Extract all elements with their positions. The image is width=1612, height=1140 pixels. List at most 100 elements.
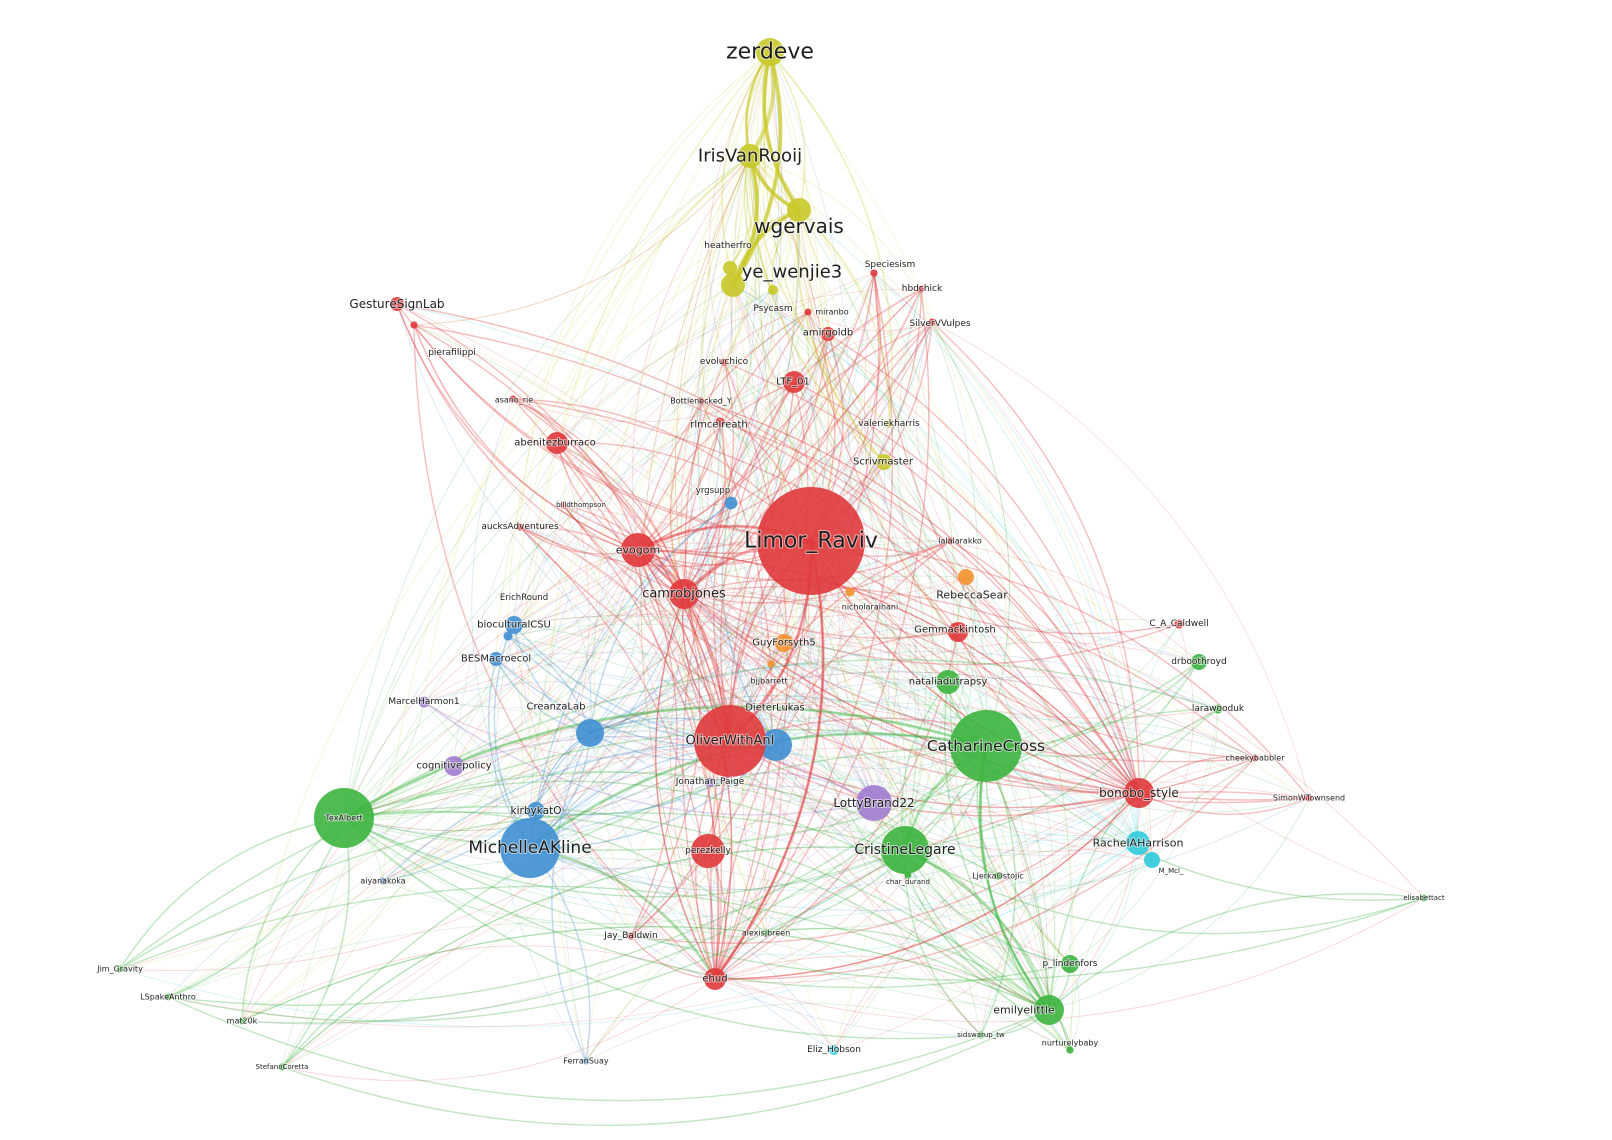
node-CatharineCross[interactable] xyxy=(950,710,1022,782)
network-edge xyxy=(396,303,1071,1051)
node-bjjbarrett[interactable] xyxy=(767,660,775,668)
node-BESMacroecol[interactable] xyxy=(489,652,503,666)
node-rlmcelreath[interactable] xyxy=(715,417,725,427)
node-evogom[interactable] xyxy=(621,533,655,567)
node-drboothroyd[interactable] xyxy=(1191,654,1207,670)
node-GestureSignLab[interactable] xyxy=(390,297,404,311)
network-edge xyxy=(669,502,732,980)
node-pierafilippi[interactable] xyxy=(410,321,418,329)
node-MarcelHarmon1[interactable] xyxy=(418,696,430,708)
node-perezkelly[interactable] xyxy=(691,834,725,868)
node-asano_rie[interactable] xyxy=(509,395,517,403)
node-RebeccaSear[interactable] xyxy=(958,569,974,585)
network-edge xyxy=(507,635,716,980)
node-valeriekharris[interactable] xyxy=(885,420,893,428)
node-lalalarakko[interactable] xyxy=(946,537,954,545)
node-evoluchico[interactable] xyxy=(720,358,728,366)
node-alexisjbreen[interactable] xyxy=(762,929,770,937)
node-label-IrisVanRooij: IrisVanRooij xyxy=(698,146,802,167)
node-hbdchick[interactable] xyxy=(917,285,925,293)
node-cheekybabbler[interactable] xyxy=(1251,754,1259,762)
node-mat20k[interactable] xyxy=(238,1017,246,1025)
node-bioculturalCSU[interactable] xyxy=(505,616,523,634)
node-emilyelittle[interactable] xyxy=(1034,995,1064,1025)
node-Eliz_Hobson[interactable] xyxy=(829,1045,839,1055)
node-MichelleAKline[interactable] xyxy=(500,818,560,878)
node-amirgoldb[interactable] xyxy=(821,327,835,341)
node-RachelAHarrison[interactable] xyxy=(1126,831,1150,855)
node-Gemmackintosh[interactable] xyxy=(948,622,968,642)
node-nataliadutrapsy[interactable] xyxy=(936,670,960,694)
node-Jay_Baldwin[interactable] xyxy=(627,932,635,940)
node-Jonathan_Paige[interactable] xyxy=(705,777,715,787)
node-CristineLegare[interactable] xyxy=(881,826,929,874)
network-edge xyxy=(721,502,777,746)
node-wgervais[interactable] xyxy=(787,198,811,222)
node-nurturelybaby[interactable] xyxy=(1066,1046,1074,1054)
node-M_Mcl_[interactable] xyxy=(1144,852,1160,868)
node-LjerkaOstojic[interactable] xyxy=(994,872,1002,880)
node-elisabettact[interactable] xyxy=(1420,894,1428,902)
network-edge xyxy=(729,717,1140,794)
node-CreanzaLab[interactable] xyxy=(576,719,604,747)
node-Scrivmaster[interactable] xyxy=(876,454,892,470)
network-edge xyxy=(529,502,732,849)
node-DieterLukas[interactable] xyxy=(760,729,792,761)
network-edge xyxy=(529,442,590,849)
network-edge xyxy=(713,311,809,742)
node-yrgsupp[interactable] xyxy=(724,496,738,510)
node-aucksAdventures[interactable] xyxy=(516,523,524,531)
node-SimonWTownsend[interactable] xyxy=(1305,794,1313,802)
node-Jim_Gravity[interactable] xyxy=(116,965,124,973)
node-SilverVVulpes[interactable] xyxy=(928,318,936,326)
node-cognitivepolicy[interactable] xyxy=(444,756,464,776)
node-bonobo_style[interactable] xyxy=(1124,778,1154,808)
node-abenitezburraco[interactable] xyxy=(546,432,568,454)
node-sidswarup_tw[interactable] xyxy=(977,1031,985,1039)
node-OliverWithAnI[interactable] xyxy=(694,705,766,777)
node-label-valeriekharris: valeriekharris xyxy=(858,419,920,429)
network-edge xyxy=(562,361,725,1062)
node-TexAlbert[interactable] xyxy=(314,788,374,848)
node-label-GuyForsyth5: GuyForsyth5 xyxy=(752,638,815,649)
node-IrisVanRooij[interactable] xyxy=(738,144,762,168)
network-edge xyxy=(513,51,771,626)
node-FerranSuay[interactable] xyxy=(582,1057,590,1065)
node-LottyBrand22[interactable] xyxy=(856,785,892,821)
node-GuyForsyth5[interactable] xyxy=(775,634,793,652)
node-Speciesism[interactable] xyxy=(870,269,878,277)
node-ehud[interactable] xyxy=(704,968,726,990)
node-larawooduk[interactable] xyxy=(1213,704,1223,714)
node-p_lindenfors[interactable] xyxy=(1061,955,1079,973)
network-edge xyxy=(637,400,702,551)
network-edge xyxy=(1048,893,1425,1011)
node-LTF_01[interactable] xyxy=(783,371,805,393)
node-C_A_Caldwell[interactable] xyxy=(1174,619,1184,629)
node-label-Scrivmaster: Scrivmaster xyxy=(853,457,914,468)
network-edge xyxy=(827,333,988,747)
node-aiyanakoka[interactable] xyxy=(379,877,387,885)
node-nicholaraihani[interactable] xyxy=(845,587,855,597)
node-miranbo[interactable] xyxy=(804,308,812,316)
node-camrobjones[interactable] xyxy=(669,579,699,609)
node-Psycasm[interactable] xyxy=(768,285,778,295)
node-char_durand[interactable] xyxy=(904,871,912,879)
node-Bottlenecked_Y[interactable] xyxy=(697,397,705,405)
network-edge xyxy=(343,810,767,934)
network-edge xyxy=(683,311,809,595)
node-ErichRound[interactable] xyxy=(503,631,513,641)
network-edge xyxy=(281,1009,1050,1126)
node-ye_wenjie3[interactable] xyxy=(721,273,745,297)
network-edge xyxy=(343,155,751,819)
network-edge xyxy=(775,676,1219,746)
node-heatherfro[interactable] xyxy=(723,261,737,275)
network-edge xyxy=(562,289,774,506)
node-kirbykatO[interactable] xyxy=(527,802,545,820)
node-Limor_Raviv[interactable] xyxy=(757,487,865,595)
node-zerdeve[interactable] xyxy=(756,38,784,66)
node-billdthompson[interactable] xyxy=(559,501,567,509)
node-StefanoCoretta[interactable] xyxy=(278,1063,286,1071)
node-LSpakeAnthro[interactable] xyxy=(164,993,172,1001)
